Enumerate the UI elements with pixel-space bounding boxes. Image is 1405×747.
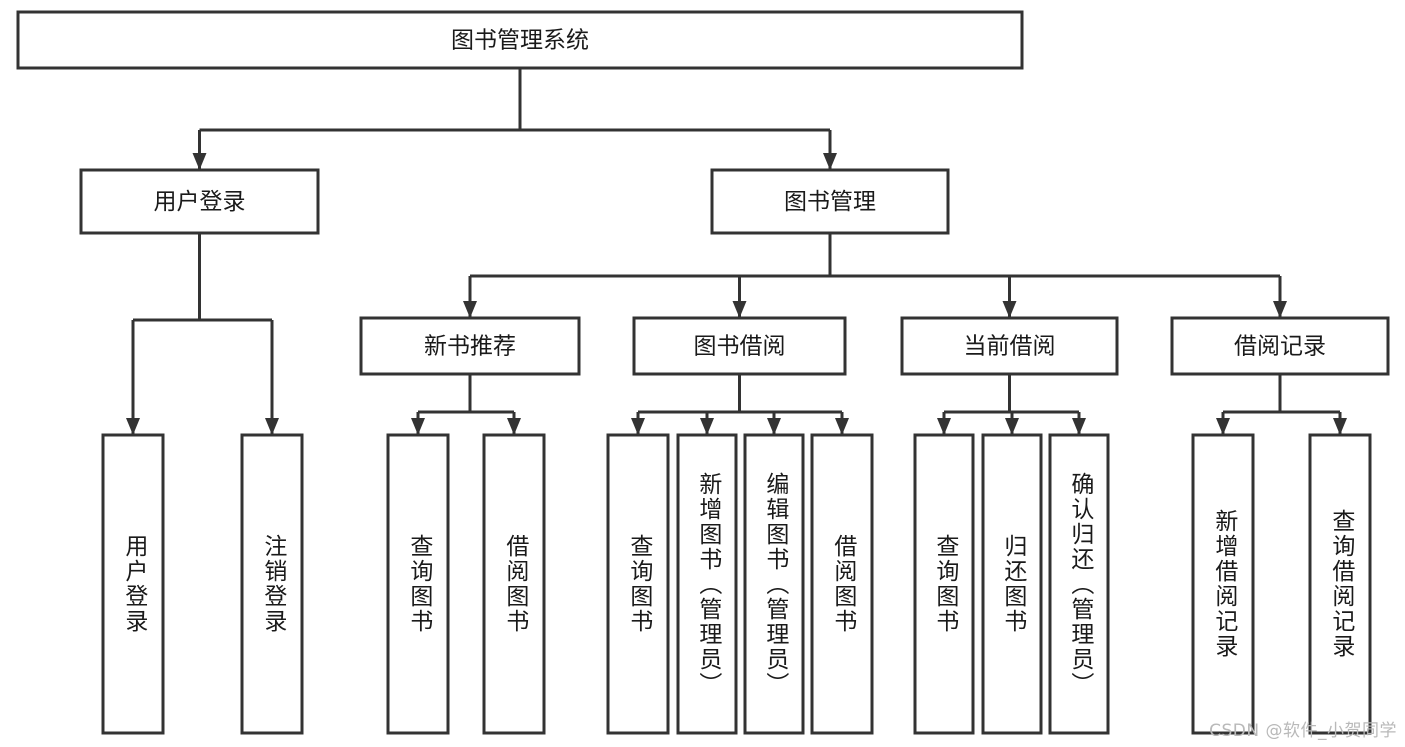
node-leaf-10-rect[interactable]	[1048, 433, 1110, 735]
node-level2-0-label: 用户登录	[154, 189, 246, 215]
node-leaf-1-rect[interactable]	[240, 433, 304, 735]
node-leaf-10[interactable]	[1048, 433, 1110, 735]
node-leaf-9-rect[interactable]	[981, 433, 1043, 735]
node-level3-0-rect[interactable]	[359, 316, 581, 376]
node-level3-1-label: 图书借阅	[694, 334, 786, 360]
node-level3-0-label: 新书推荐	[424, 334, 516, 360]
node-level3-3-rect[interactable]	[1170, 316, 1390, 376]
arrow-l3-1-leaf-2	[767, 418, 781, 435]
arrow-user-login-leaf-1	[265, 418, 279, 435]
node-level3-2-label: 当前借阅	[964, 334, 1056, 360]
node-root-book-management-system[interactable]: 图书管理系统	[16, 10, 1024, 70]
arrow-user-login-leaf-0	[126, 418, 140, 435]
arrow-l3-1-leaf-3	[835, 418, 849, 435]
arrow-book-mgmt-l3-0	[463, 301, 477, 318]
node-leaf-6[interactable]	[743, 433, 805, 735]
watermark-text: CSDN @软件_小贺同学	[1209, 721, 1397, 741]
node-level3-0[interactable]: 新书推荐	[359, 316, 581, 376]
node-leaf-3-rect[interactable]	[482, 433, 546, 735]
connector-edges-layer	[126, 68, 1347, 435]
node-level2-0[interactable]: 用户登录	[79, 168, 320, 235]
node-level3-2-rect[interactable]	[900, 316, 1119, 376]
arrow-l3-0-leaf-1	[507, 418, 521, 435]
node-leaf-0-rect[interactable]	[101, 433, 165, 735]
arrow-l3-2-leaf-0	[937, 418, 951, 435]
arrow-l3-3-leaf-0	[1216, 418, 1230, 435]
node-level2-1[interactable]: 图书管理	[710, 168, 950, 235]
node-leaf-5[interactable]	[676, 433, 738, 735]
node-level2-1-rect[interactable]	[710, 168, 950, 235]
node-leaf-2[interactable]	[386, 433, 450, 735]
arrow-book-mgmt-l3-1	[732, 301, 747, 318]
arrow-l3-2-leaf-1	[1005, 418, 1019, 435]
arrow-l3-2-leaf-2	[1072, 418, 1086, 435]
arrow-l3-0-leaf-0	[411, 418, 425, 435]
arrow-l3-3-leaf-1	[1333, 418, 1347, 435]
node-root-book-management-system-rect[interactable]	[16, 10, 1024, 70]
node-level2-1-label: 图书管理	[784, 189, 876, 215]
node-leaf-7-rect[interactable]	[810, 433, 874, 735]
arrow-book-mgmt-l3-3	[1273, 301, 1287, 318]
node-level2-0-rect[interactable]	[79, 168, 320, 235]
node-leaf-8[interactable]	[913, 433, 975, 735]
node-level3-3-label: 借阅记录	[1234, 334, 1326, 360]
node-leaf-11-rect[interactable]	[1191, 433, 1255, 735]
arrow-to-book-mgmt	[823, 153, 837, 170]
node-leaf-4-rect[interactable]	[606, 433, 670, 735]
node-leaf-8-rect[interactable]	[913, 433, 975, 735]
arrow-book-mgmt-l3-2	[1002, 301, 1017, 318]
node-level3-1[interactable]: 图书借阅	[632, 316, 847, 376]
node-leaf-3[interactable]	[482, 433, 546, 735]
arrow-l3-1-leaf-0	[631, 418, 645, 435]
node-leaf-4[interactable]	[606, 433, 670, 735]
node-leaf-6-rect[interactable]	[743, 433, 805, 735]
node-leaf-2-rect[interactable]	[386, 433, 450, 735]
node-leaf-0[interactable]	[101, 433, 165, 735]
node-level3-1-rect[interactable]	[632, 316, 847, 376]
arrow-l3-1-leaf-1	[700, 418, 714, 435]
node-level3-3[interactable]: 借阅记录	[1170, 316, 1390, 376]
node-leaf-12-rect[interactable]	[1308, 433, 1372, 735]
node-leaf-1[interactable]	[240, 433, 304, 735]
node-leaf-7[interactable]	[810, 433, 874, 735]
node-root-book-management-system-label: 图书管理系统	[451, 28, 589, 54]
node-level3-2[interactable]: 当前借阅	[900, 316, 1119, 376]
node-leaf-9[interactable]	[981, 433, 1043, 735]
node-leaf-11[interactable]	[1191, 433, 1255, 735]
node-leaf-5-rect[interactable]	[676, 433, 738, 735]
arrow-to-user-login	[192, 153, 207, 170]
node-leaf-12[interactable]	[1308, 433, 1372, 735]
